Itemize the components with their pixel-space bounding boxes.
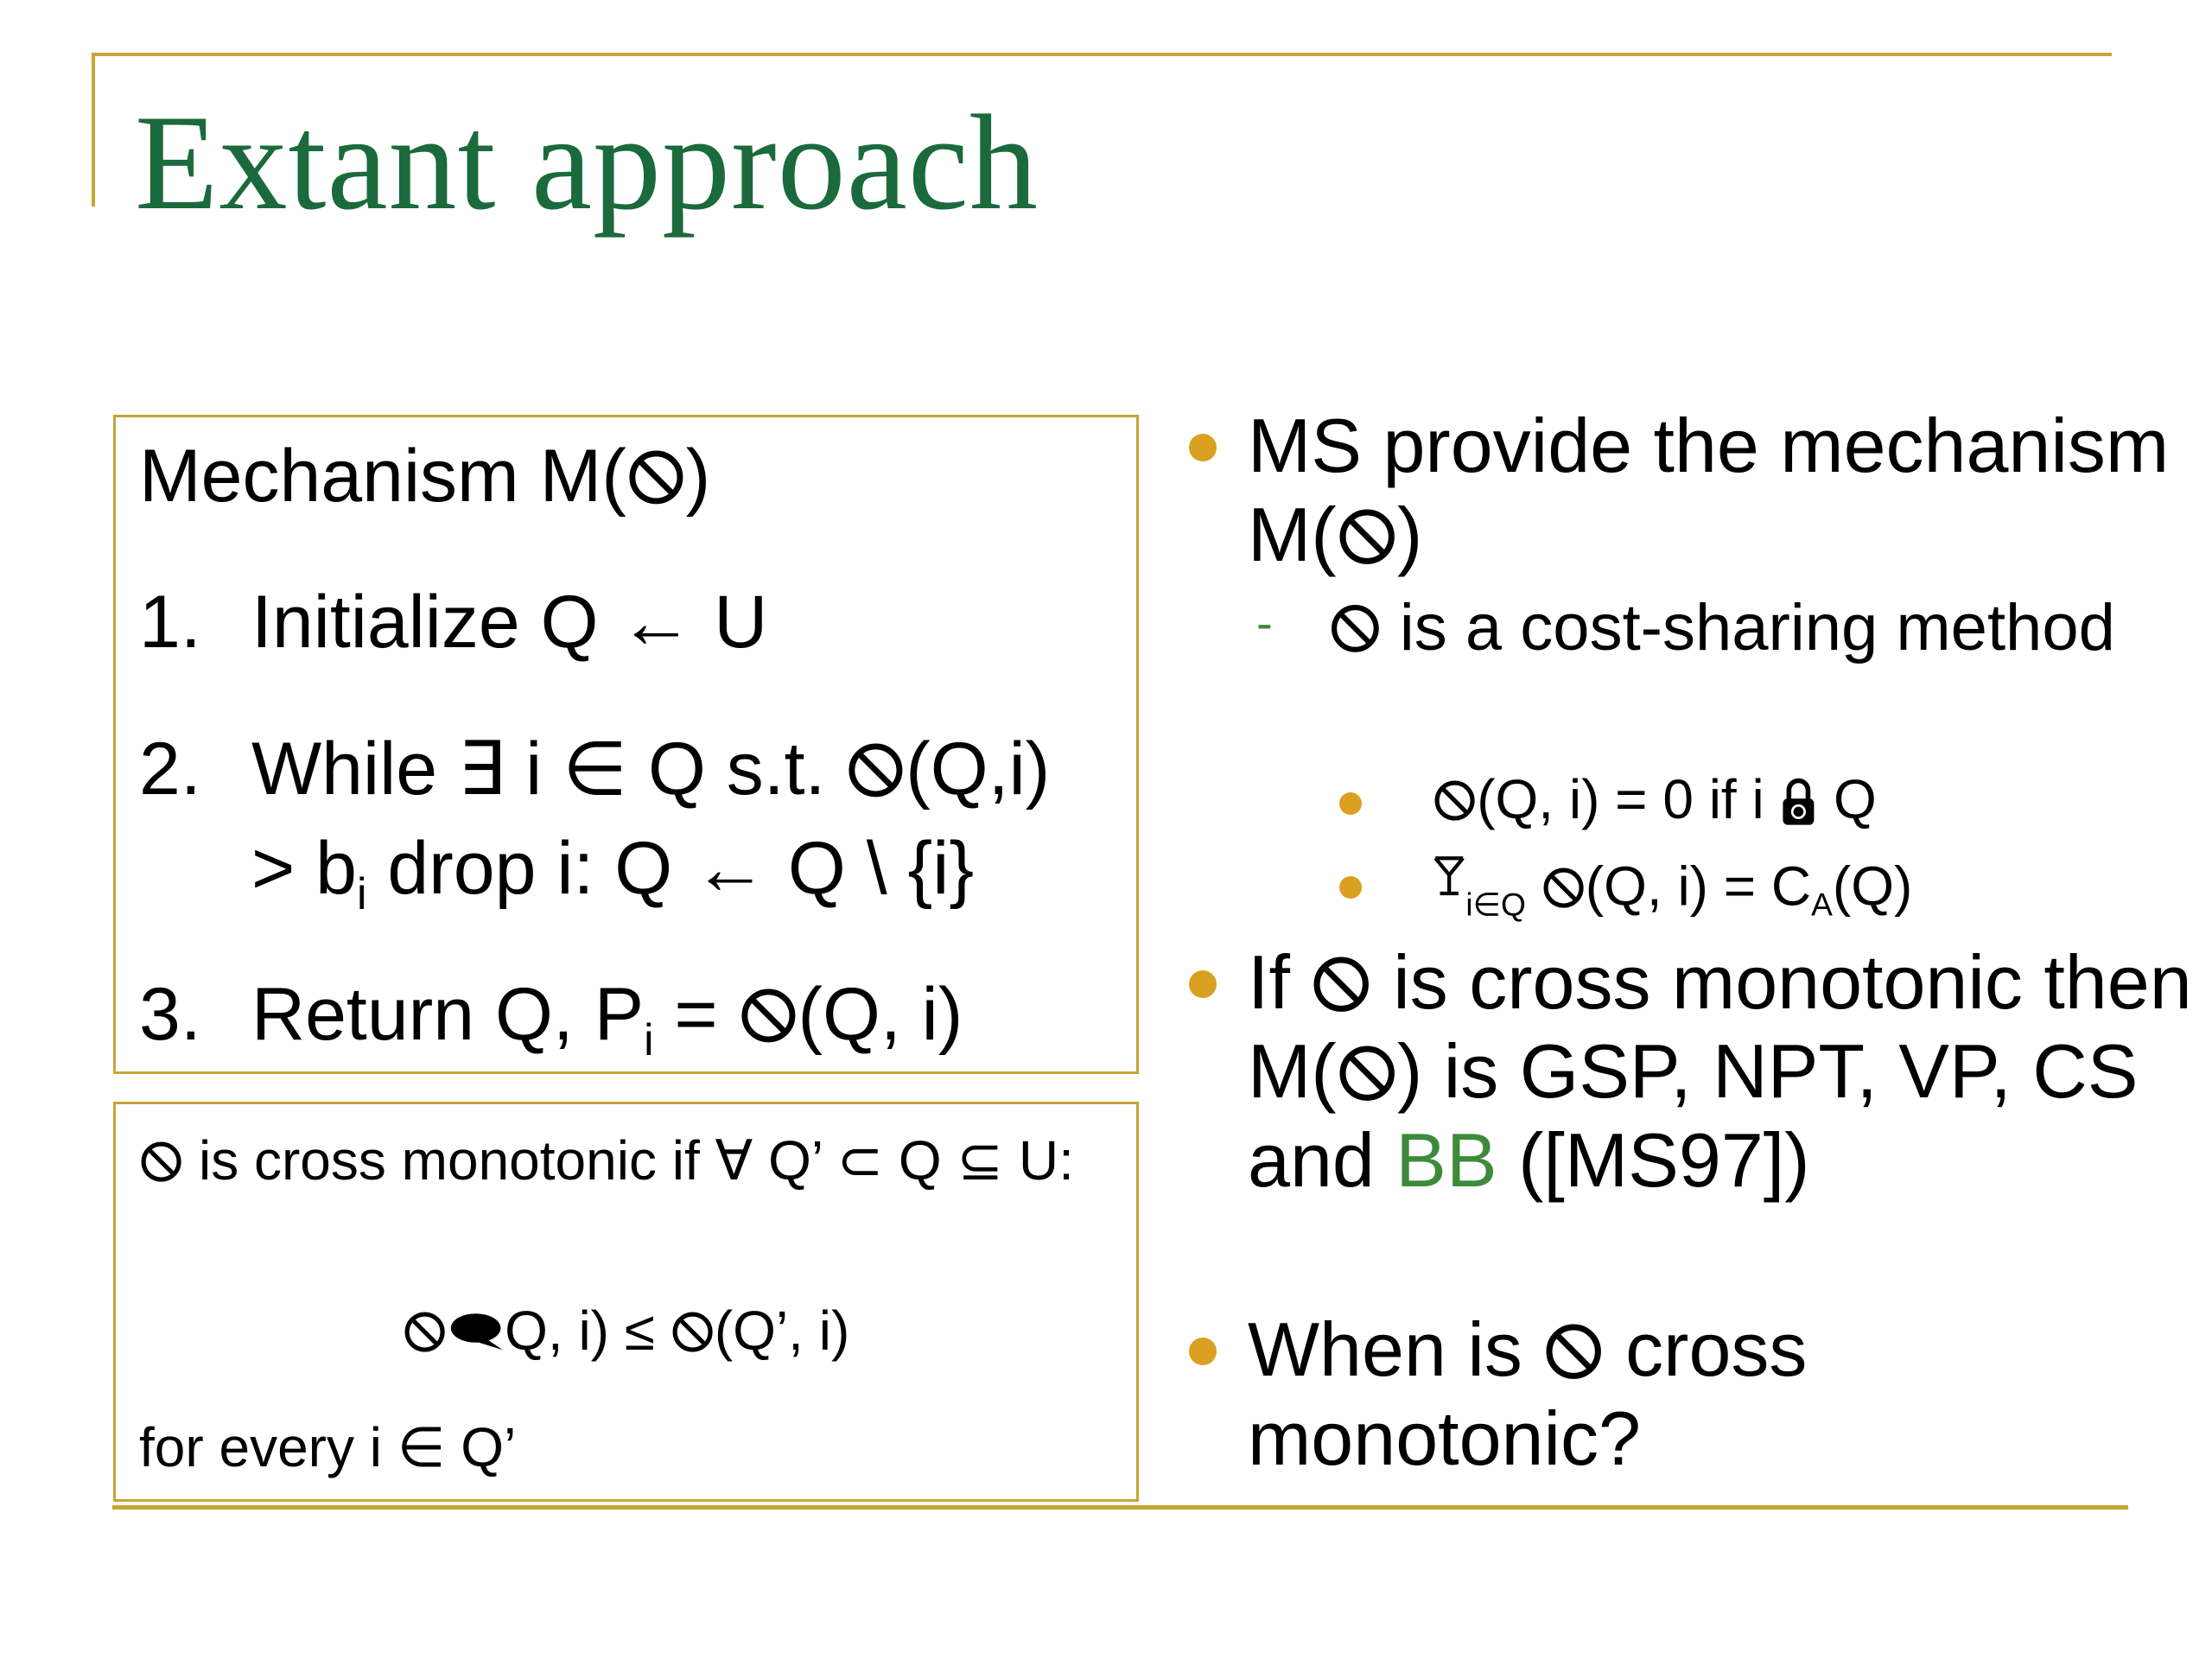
step-number: 3. bbox=[139, 973, 201, 1056]
prohibition-circle-icon bbox=[1339, 1046, 1395, 1101]
step-number: 1. bbox=[139, 581, 201, 664]
bullet-cross-monotonic-result: If is cross monotonic then M() is GSP, N… bbox=[1189, 938, 2198, 1205]
prohibition-circle-icon bbox=[1543, 868, 1584, 908]
bullet-dot bbox=[1339, 792, 1362, 815]
sub-bullet-cost-sharing: - is a cost-sharing method bbox=[1256, 586, 2193, 671]
bullet-question: When is cross monotonic? bbox=[1189, 1305, 2198, 1483]
top-rule bbox=[92, 53, 2112, 56]
bullet-dot bbox=[1189, 434, 1217, 461]
step-text: Return Q, Pi = (Q, i) bbox=[251, 973, 963, 1065]
bullet-dot bbox=[1339, 876, 1362, 899]
prohibition-circle-icon bbox=[1434, 780, 1475, 821]
sub-sub-bullet-zero-cost: (Q, i) = 0 if i Q bbox=[1339, 772, 1877, 829]
prohibition-circle-icon bbox=[404, 1312, 445, 1352]
bb-highlight: BB bbox=[1395, 1117, 1497, 1203]
definition-box: is cross monotonic if ∀ Q’ ⊂ Q ⊆ U: Q, i… bbox=[113, 1102, 1139, 1502]
left-rule bbox=[92, 53, 95, 207]
prohibition-circle-icon bbox=[1546, 1324, 1602, 1379]
definition-formula: Q, i) ≤ (Q’, i) bbox=[116, 1303, 1136, 1358]
bullet-dot bbox=[1189, 970, 1217, 998]
prohibition-circle-icon bbox=[1332, 605, 1379, 653]
prohibition-circle-icon bbox=[1313, 957, 1370, 1012]
definition-statement: is cross monotonic if ∀ Q’ ⊂ Q ⊆ U: bbox=[139, 1123, 1107, 1198]
bullet-ms-mechanism: MS provide the mechanism M() bbox=[1189, 401, 2198, 579]
prohibition-circle-icon bbox=[849, 743, 903, 798]
padlock-icon bbox=[1783, 778, 1815, 825]
speech-bubble-icon bbox=[450, 1313, 503, 1350]
bottom-rule bbox=[112, 1505, 2128, 1510]
slide-title: Extant approach bbox=[135, 87, 1039, 238]
step-number: 2. bbox=[139, 728, 201, 810]
prohibition-circle-icon bbox=[1339, 509, 1395, 564]
bullet-dot bbox=[1189, 1338, 1217, 1365]
sub-sub-bullet-budget-balance: i∈Q (Q, i) = CA(Q) bbox=[1339, 855, 1912, 920]
cocktail-glass-icon bbox=[1433, 856, 1465, 896]
mechanism-title: Mechanism M() bbox=[139, 435, 711, 518]
prohibition-circle-icon bbox=[141, 1141, 181, 1182]
dash-marker: - bbox=[1256, 595, 1273, 650]
prohibition-circle-icon bbox=[629, 450, 683, 505]
mechanism-box: Mechanism M() 1. Initialize Q ← U 2. Whi… bbox=[113, 415, 1139, 1074]
step-text: While ∃ i ∈ Q s.t. (Q,i)> bi drop i: Q ←… bbox=[251, 728, 1051, 919]
step-text: Initialize Q ← U bbox=[251, 581, 768, 664]
definition-quantifier: for every i ∈ Q’ bbox=[139, 1416, 517, 1478]
prohibition-circle-icon bbox=[741, 988, 795, 1043]
prohibition-circle-icon bbox=[672, 1312, 713, 1352]
